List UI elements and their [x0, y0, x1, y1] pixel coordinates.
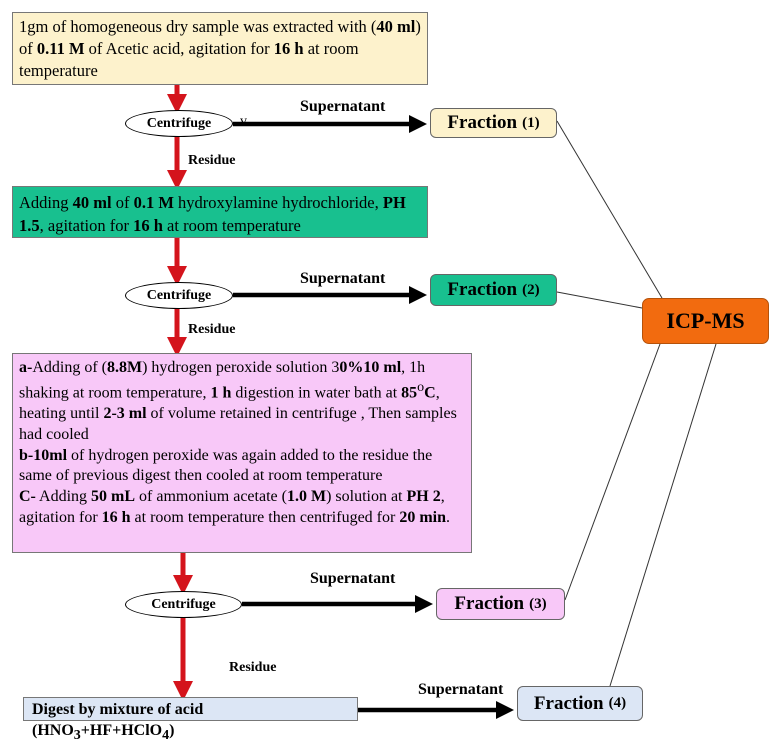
step3-c-text-6: .	[446, 508, 450, 526]
centrifuge-2-label: Centrifuge	[146, 287, 212, 303]
fraction-2-box: Fraction(2)	[430, 274, 557, 306]
step3-a-label: a-	[19, 359, 33, 376]
step3-c-label: C-	[19, 488, 36, 506]
centrifuge-2: Centrifuge	[125, 282, 233, 309]
step2-text-4: , agitation for	[39, 216, 134, 236]
step3-part-b: b-10ml of hydrogen peroxide was again ad…	[19, 446, 465, 488]
step3-a-text-5: , heating until	[19, 384, 440, 422]
fraction-4-number: (4)	[608, 695, 627, 711]
step3-c-text-3: ) solution at	[326, 488, 407, 506]
step3-c-time: 20 min	[399, 508, 446, 526]
link-fraction1-icpms	[556, 120, 663, 299]
step1-text-3: of Acetic acid, agitation for	[84, 38, 274, 58]
step3-c-volume: 50 mL	[91, 488, 136, 506]
step2-text-5: at room temperature	[162, 216, 301, 236]
step3-a-degree: o	[417, 379, 425, 395]
step4-box: Digest by mixture of acid (HNO3+HF+HClO4…	[23, 697, 358, 743]
supernatant-label-3: Supernatant	[310, 570, 396, 587]
step3-part-c: C- Adding 50 mL of ammonium acetate (1.0…	[19, 487, 465, 529]
step3-a-duration: 1 h	[210, 384, 232, 402]
supernatant-label-2: Supernatant	[300, 270, 386, 287]
fraction-2-label: Fraction	[447, 279, 518, 300]
residue-label-2: Residue	[188, 322, 236, 337]
fraction-1-label: Fraction	[447, 112, 518, 133]
step3-a-volume: 0%10 ml	[339, 359, 402, 376]
fraction-1-box: Fraction(1)	[430, 108, 557, 138]
step4-text-2: +HF+HClO	[80, 722, 163, 740]
step3-a-text-4: digestion in water bath at	[231, 384, 402, 402]
step3-a-text-2: ) hydrogen peroxide solution 3	[142, 359, 340, 376]
icpms-box: ICP-MS	[642, 298, 769, 344]
step1-text-4: at room temperature	[19, 38, 359, 80]
step3-c-duration: 16 h	[101, 508, 131, 526]
step3-b-label: b-	[19, 446, 34, 464]
residue-label-1: Residue	[188, 153, 236, 168]
step3-a-unit: C	[424, 384, 436, 402]
stray-mark: v	[240, 114, 247, 129]
step3-a-temp: 85	[401, 384, 418, 402]
fraction-3-box: Fraction(3)	[436, 588, 565, 620]
step1-volume: 40 ml	[376, 17, 416, 36]
step3-c-ph: PH 2	[406, 488, 441, 506]
step3-box: a-Adding of (8.8M) hydrogen peroxide sol…	[12, 353, 472, 553]
step3-a-text-3: , 1h shaking at room temperature,	[19, 359, 426, 402]
fraction-4-label: Fraction	[533, 692, 604, 714]
link-fraction2-icpms	[556, 291, 643, 309]
centrifuge-3-label: Centrifuge	[151, 596, 216, 612]
step3-c-text-5: at room temperature then centrifuged for	[130, 508, 400, 526]
step3-a-molarity: 8.8M	[106, 359, 143, 376]
fraction-4-box: Fraction(4)	[517, 686, 643, 721]
step1-box: 1gm of homogeneous dry sample was extrac…	[12, 12, 428, 85]
fraction-2-number: (2)	[522, 281, 540, 298]
centrifuge-1-label: Centrifuge	[146, 115, 212, 131]
step2-text-1: Adding	[19, 193, 73, 212]
step3-a-text-6: of volume retained in centrifuge , Then …	[19, 404, 457, 443]
step2-box: Adding 40 ml of 0.1 M hydroxylamine hydr…	[12, 186, 428, 238]
centrifuge-1: Centrifuge	[125, 110, 233, 137]
step4-text-1: Digest by mixture of acid (HNO	[32, 701, 204, 740]
step3-part-a: a-Adding of (8.8M) hydrogen peroxide sol…	[19, 358, 465, 446]
step3-c-text-2: of ammonium acetate (	[135, 488, 287, 506]
step2-text-3: hydroxylamine hydrochloride,	[173, 193, 383, 212]
step3-a-retained: 2-3 ml	[103, 404, 147, 422]
step2-duration: 16 h	[133, 216, 163, 236]
link-fraction4-icpms	[609, 343, 717, 687]
fraction-1-number: (1)	[522, 114, 540, 131]
step1-text-1: 1gm of homogeneous dry sample was extrac…	[19, 17, 377, 36]
step3-b-text: of hydrogen peroxide was again added to …	[19, 446, 433, 485]
icpms-label: ICP-MS	[666, 308, 745, 333]
step3-c-molarity: 1.0 M	[286, 488, 327, 506]
step4-text-3: )	[169, 722, 175, 740]
step1-molarity: 0.11 M	[36, 38, 85, 58]
step2-text-2: of	[111, 193, 134, 212]
step3-c-text-4: , agitation for	[19, 488, 445, 526]
step2-ph: PH 1.5	[19, 193, 406, 236]
supernatant-label-1: Supernatant	[300, 98, 386, 115]
step3-c-text-1: Adding	[35, 488, 92, 506]
supernatant-label-4: Supernatant	[418, 681, 504, 698]
link-fraction3-icpms	[564, 343, 661, 601]
fraction-3-number: (3)	[529, 595, 547, 612]
step3-a-text-1: Adding of (	[32, 359, 107, 376]
fraction-3-label: Fraction	[454, 593, 525, 614]
step3-b-volume: 10ml	[33, 446, 68, 464]
step2-volume: 40 ml	[72, 193, 112, 212]
step1-duration: 16 h	[273, 38, 304, 58]
residue-label-3: Residue	[229, 660, 277, 675]
centrifuge-3: Centrifuge	[125, 591, 242, 618]
step1-text-2: ) of	[19, 17, 421, 58]
step2-molarity: 0.1 M	[133, 193, 174, 212]
